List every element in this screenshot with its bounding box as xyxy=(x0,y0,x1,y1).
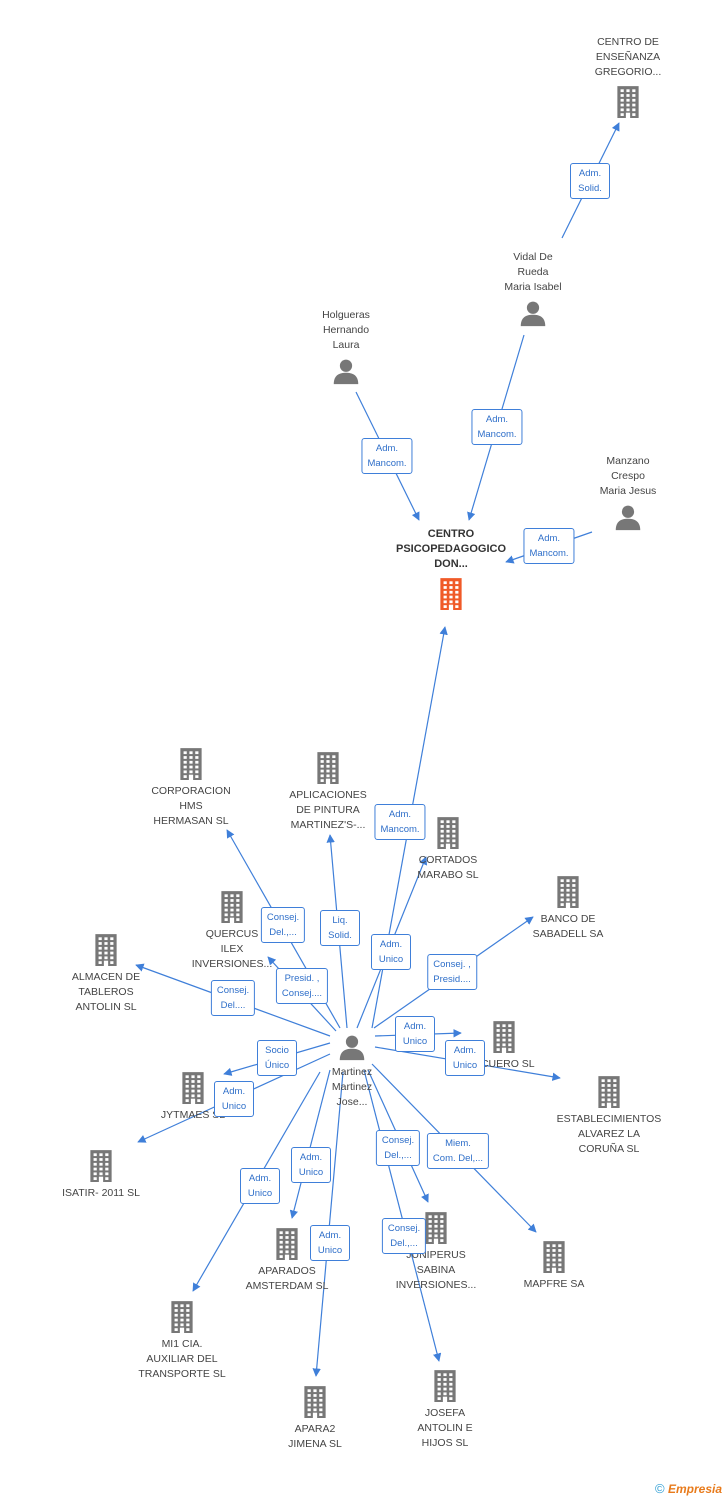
relation-badge[interactable]: Miem. Com. Del,... xyxy=(426,1133,490,1169)
relation-badge[interactable]: Adm. Mancom. xyxy=(361,438,413,474)
node-label[interactable]: APLICACIONES DE PINTURA MARTINEZ'S-... xyxy=(289,789,367,831)
building-icon[interactable] xyxy=(487,1019,521,1053)
node-label[interactable]: JUNIPERUS SABINA INVERSIONES... xyxy=(395,1249,477,1291)
graph-node-center[interactable]: CENTRO PSICOPEDAGOGICO DON... xyxy=(386,527,516,610)
copyright-footer: © Empresia xyxy=(655,1481,722,1496)
node-label[interactable]: QUERCUS ILEX INVERSIONES... xyxy=(191,928,273,970)
graph-node-vidal[interactable]: Vidal De Rueda Maria Isabel xyxy=(468,250,598,327)
graph-node-mi1[interactable]: MI1 CIA. AUXILIAR DEL TRANSPORTE SL xyxy=(117,1299,247,1382)
relation-badge[interactable]: Consej. Del.,... xyxy=(375,1130,421,1166)
building-icon[interactable] xyxy=(419,1210,453,1244)
node-label[interactable]: BANCO DE SABADELL SA xyxy=(532,913,604,940)
relation-badge[interactable]: Liq. Solid. xyxy=(320,910,360,946)
relation-badge[interactable]: Adm. Solid. xyxy=(570,163,610,199)
relation-badge[interactable]: Adm. Mancom. xyxy=(523,528,575,564)
building-icon[interactable] xyxy=(270,1226,304,1260)
relation-badge[interactable]: Adm. Unico xyxy=(395,1016,435,1052)
relation-badge[interactable]: Consej. , Presid.... xyxy=(427,954,477,990)
graph-node-almacen[interactable]: ALMACEN DE TABLEROS ANTOLIN SL xyxy=(41,932,171,1015)
building-icon[interactable] xyxy=(215,889,249,923)
person-icon[interactable] xyxy=(332,357,360,385)
node-label[interactable]: MAPFRE SA xyxy=(523,1278,585,1290)
node-label[interactable]: APARADOS AMSTERDAM SL xyxy=(245,1265,329,1292)
node-label[interactable]: Manzano Crespo Maria Jesus xyxy=(599,455,657,497)
building-icon[interactable] xyxy=(592,1074,626,1108)
graph-node-aparados[interactable]: APARADOS AMSTERDAM SL xyxy=(222,1226,352,1294)
relation-badge[interactable]: Adm. Mancom. xyxy=(471,409,523,445)
building-icon[interactable] xyxy=(431,815,465,849)
node-label[interactable]: ISATIR- 2011 SL xyxy=(62,1187,140,1199)
relation-badge[interactable]: Adm. Unico xyxy=(310,1225,350,1261)
node-label[interactable]: Vidal De Rueda Maria Isabel xyxy=(504,251,562,293)
building-icon[interactable] xyxy=(434,576,468,610)
node-label[interactable]: CORPORACION HMS HERMASAN SL xyxy=(151,785,231,827)
graph-node-manzano[interactable]: Manzano Crespo Maria Jesus xyxy=(563,454,693,531)
edge-martinez-to-josefa xyxy=(363,1069,442,1362)
building-icon[interactable] xyxy=(174,746,208,780)
node-label[interactable]: CENTRO PSICOPEDAGOGICO DON... xyxy=(395,528,507,570)
graph-node-mapfre[interactable]: MAPFRE SA xyxy=(489,1239,619,1292)
building-icon[interactable] xyxy=(89,932,123,966)
person-icon[interactable] xyxy=(614,503,642,531)
graph-node-aplicaciones[interactable]: APLICACIONES DE PINTURA MARTINEZ'S-... xyxy=(263,750,393,833)
relation-badge[interactable]: Adm. Unico xyxy=(445,1040,485,1076)
relation-badge[interactable]: Adm. Unico xyxy=(291,1147,331,1183)
node-label[interactable]: Martinez Martinez Jose... xyxy=(331,1066,373,1108)
person-icon[interactable] xyxy=(519,299,547,327)
building-icon[interactable] xyxy=(311,750,345,784)
graph-node-establecimientos[interactable]: ESTABLECIMIENTOS ALVAREZ LA CORUÑA SL xyxy=(544,1074,674,1157)
person-icon[interactable] xyxy=(338,1033,366,1061)
node-label[interactable]: JOSEFA ANTOLIN E HIJOS SL xyxy=(417,1407,473,1449)
building-icon[interactable] xyxy=(165,1299,199,1333)
node-label[interactable]: ALMACEN DE TABLEROS ANTOLIN SL xyxy=(71,971,141,1013)
node-label[interactable]: CENTRO DE ENSEÑANZA GREGORIO... xyxy=(594,36,662,78)
node-label[interactable]: APARA2 JIMENA SL xyxy=(288,1423,342,1450)
node-label[interactable]: CORTADOS MARABO SL xyxy=(417,854,479,881)
relation-badge[interactable]: Presid. , Consej.... xyxy=(275,968,329,1004)
relation-badge[interactable]: Adm. Mancom. xyxy=(374,804,426,840)
relation-badge[interactable]: Consej. Del.,... xyxy=(381,1218,427,1254)
graph-node-banco[interactable]: BANCO DE SABADELL SA xyxy=(503,874,633,942)
building-icon[interactable] xyxy=(84,1148,118,1182)
node-label[interactable]: MI1 CIA. AUXILIAR DEL TRANSPORTE SL xyxy=(138,1338,226,1380)
building-icon[interactable] xyxy=(298,1384,332,1418)
graph-node-corporacion[interactable]: CORPORACION HMS HERMASAN SL xyxy=(126,746,256,829)
relation-badge[interactable]: Consej. Del.,... xyxy=(260,907,306,943)
graph-node-martinez[interactable]: Martinez Martinez Jose... xyxy=(287,1033,417,1110)
building-icon[interactable] xyxy=(611,84,645,118)
graph-node-cortados[interactable]: CORTADOS MARABO SL xyxy=(383,815,513,883)
edge-martinez-to-apara2 xyxy=(312,1071,344,1377)
node-label[interactable]: ESTABLECIMIENTOS ALVAREZ LA CORUÑA SL xyxy=(556,1113,662,1155)
building-icon[interactable] xyxy=(551,874,585,908)
graph-node-centro_ens[interactable]: CENTRO DE ENSEÑANZA GREGORIO... xyxy=(563,35,693,118)
building-icon[interactable] xyxy=(428,1368,462,1402)
graph-node-holgueras[interactable]: Holgueras Hernando Laura xyxy=(281,308,411,385)
brand-logo[interactable]: Empresia xyxy=(667,1482,722,1496)
graph-node-apara2[interactable]: APARA2 JIMENA SL xyxy=(250,1384,380,1452)
building-icon[interactable] xyxy=(537,1239,571,1273)
graph-node-jytmaes[interactable]: JYTMAES SL xyxy=(128,1070,258,1123)
graph-node-quercus[interactable]: QUERCUS ILEX INVERSIONES... xyxy=(167,889,297,972)
node-label[interactable]: Holgueras Hernando Laura xyxy=(322,309,370,351)
relation-badge[interactable]: Adm. Unico xyxy=(240,1168,280,1204)
relation-badge[interactable]: Adm. Unico xyxy=(214,1081,254,1117)
copyright-symbol: © xyxy=(655,1481,665,1496)
relation-badge[interactable]: Adm. Unico xyxy=(371,934,411,970)
relation-badge[interactable]: Consej. Del.... xyxy=(210,980,256,1016)
relation-badge[interactable]: Socio Único xyxy=(257,1040,297,1076)
graph-node-josefa[interactable]: JOSEFA ANTOLIN E HIJOS SL xyxy=(380,1368,510,1451)
building-icon[interactable] xyxy=(176,1070,210,1104)
graph-node-isatir[interactable]: ISATIR- 2011 SL xyxy=(36,1148,166,1201)
edge-martinez-to-aparados xyxy=(289,1069,331,1219)
